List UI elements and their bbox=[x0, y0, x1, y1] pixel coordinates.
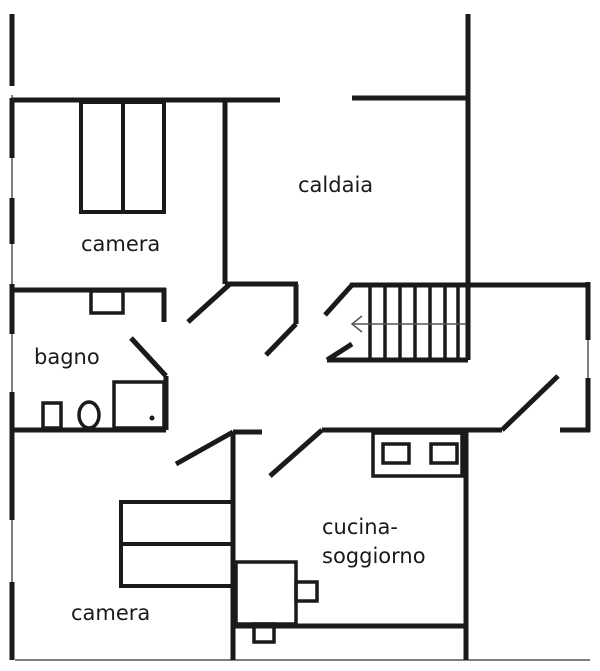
room-label-camera-top: camera bbox=[81, 232, 160, 256]
bed-top bbox=[79, 100, 166, 214]
bed-bottom bbox=[119, 500, 235, 588]
stair-arrow-icon bbox=[350, 315, 466, 333]
bagno-fixtures bbox=[41, 289, 166, 430]
right-exterior-wall bbox=[500, 282, 591, 433]
room-label-soggiorno: soggiorno bbox=[322, 544, 426, 568]
room-label-camera-bottom: camera bbox=[71, 601, 150, 625]
bagno-walls bbox=[12, 287, 169, 433]
dining-table bbox=[234, 560, 319, 644]
camera-top-walls bbox=[186, 100, 299, 357]
staircase[interactable] bbox=[323, 282, 588, 363]
cucina-walls bbox=[174, 427, 502, 660]
room-label-cucina: cucina- bbox=[322, 515, 398, 539]
room-label-bagno: bagno bbox=[34, 345, 100, 369]
stove-icon bbox=[371, 431, 464, 478]
room-label-caldaia: caldaia bbox=[298, 173, 373, 197]
